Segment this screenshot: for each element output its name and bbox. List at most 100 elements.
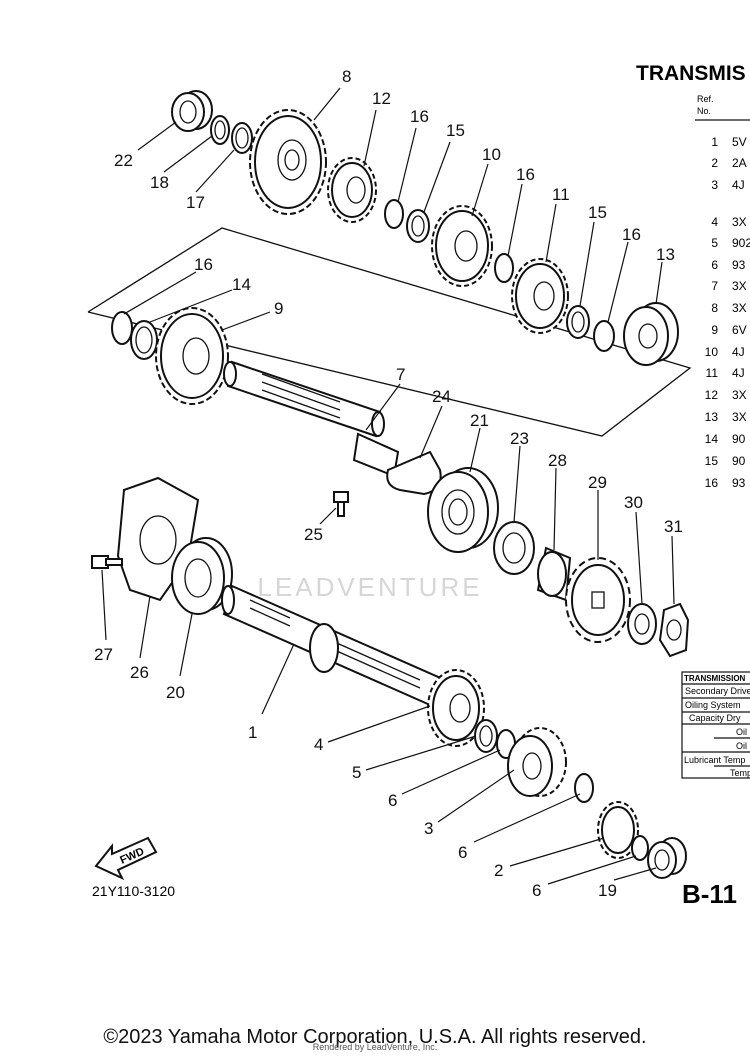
part-bearing-21 (427, 467, 499, 553)
callout: 15 (588, 203, 607, 222)
spec-row: Oil (736, 741, 747, 751)
ref-code: 90 (732, 454, 746, 468)
ref-no: 8 (711, 301, 718, 315)
ref-code: 3X (732, 410, 747, 424)
ref-header-line2: No. (697, 106, 711, 116)
ref-code: 3X (732, 215, 747, 229)
ref-no: 2 (711, 156, 718, 170)
ref-no: 14 (705, 432, 719, 446)
callout: 27 (94, 645, 113, 664)
callout: 16 (194, 255, 213, 274)
callout: 6 (532, 881, 541, 900)
ref-no: 16 (705, 476, 719, 490)
callout: 6 (458, 843, 467, 862)
part-bearing-19 (647, 837, 687, 879)
ref-no: 10 (705, 345, 719, 359)
part-clip-16b (494, 253, 514, 283)
fwd-arrow-icon: FWD (94, 836, 158, 881)
ref-code: 5V (732, 135, 747, 149)
callout: 3 (424, 819, 433, 838)
ref-no: 12 (705, 388, 719, 402)
callout: 16 (410, 107, 429, 126)
ref-no: 7 (711, 279, 718, 293)
part-gear-10 (431, 205, 493, 287)
callout: 28 (548, 451, 567, 470)
callout: 18 (150, 173, 169, 192)
figure-code: 21Y110-3120 (92, 883, 175, 899)
part-nut-31 (658, 602, 690, 658)
part-bearing-22 (171, 90, 213, 132)
part-clip-6b (574, 773, 594, 803)
part-clip-16a (384, 199, 404, 229)
part-gear-8 (249, 109, 327, 215)
group-enclosure (87, 227, 692, 437)
part-ring-17 (231, 122, 253, 154)
spec-table: TRANSMISSION Secondary Drive Oiling Syst… (681, 671, 750, 779)
callout: 23 (510, 429, 529, 448)
ref-code: 93 (732, 258, 746, 272)
callout: 25 (304, 525, 323, 544)
callout: 17 (186, 193, 205, 212)
part-sprocket-29 (565, 557, 631, 643)
callout: 2 (494, 861, 503, 880)
ref-code: 3X (732, 388, 747, 402)
part-gear-12 (327, 157, 377, 223)
ref-no: 11 (706, 366, 719, 380)
callout: 12 (372, 89, 391, 108)
part-washer-15b (566, 305, 590, 339)
copyright-notice: ©2023 Yamaha Motor Corporation, U.S.A. A… (103, 1026, 647, 1048)
callout: 13 (656, 245, 675, 264)
ref-no: 6 (711, 258, 718, 272)
callout: 26 (130, 663, 149, 682)
part-washer-14 (130, 320, 158, 360)
ref-code: 6V (732, 323, 747, 337)
callout: 1 (248, 723, 257, 742)
page-title: TRANSMIS (636, 62, 746, 85)
page-code: B-11 (682, 879, 737, 909)
ref-no: 5 (711, 236, 718, 250)
part-seal-23 (493, 521, 535, 575)
part-gear-4 (427, 669, 485, 747)
callouts: 8 12 16 15 10 16 11 15 16 13 22 18 17 16… (94, 67, 683, 900)
part-clip-16d (111, 311, 133, 345)
ref-code: 90 (732, 432, 746, 446)
callout: 7 (396, 365, 405, 384)
ref-no: 4 (711, 215, 718, 229)
callout: 9 (274, 299, 283, 318)
spec-row: Secondary Drive (685, 686, 750, 696)
callout: 16 (622, 225, 641, 244)
spec-row: Oil (736, 727, 747, 737)
part-gear-11 (511, 258, 569, 334)
part-clip-6c (631, 835, 649, 861)
ref-no: 1 (711, 135, 718, 149)
callout: 6 (388, 791, 397, 810)
part-clip-16c (593, 320, 615, 352)
ref-code: 4J (732, 345, 745, 359)
spec-row: Capacity Dry (689, 713, 741, 723)
ref-code: 4J (732, 178, 745, 192)
part-main-axle-7 (223, 360, 400, 478)
spec-row: Temp (730, 768, 750, 778)
part-bolt-27 (91, 555, 123, 569)
callout: 29 (588, 473, 607, 492)
callout: 8 (342, 67, 351, 86)
part-washer-30 (627, 603, 657, 645)
part-gear-13 (623, 302, 679, 366)
part-washer-5 (474, 719, 498, 753)
spec-row: Lubricant Temp (684, 755, 745, 765)
part-screw-25 (333, 491, 349, 517)
callout: 30 (624, 493, 643, 512)
watermark: LEADVENTURE (257, 572, 482, 602)
part-collar-28 (536, 546, 572, 602)
ref-code: 3X (732, 279, 747, 293)
callout: 15 (446, 121, 465, 140)
ref-code: 93 (732, 476, 746, 490)
callout: 16 (516, 165, 535, 184)
part-gear-2 (597, 801, 639, 859)
ref-no: 3 (711, 178, 718, 192)
spec-table-header: TRANSMISSION (684, 674, 746, 683)
ref-no: 9 (711, 323, 718, 337)
callout: 11 (552, 185, 570, 204)
